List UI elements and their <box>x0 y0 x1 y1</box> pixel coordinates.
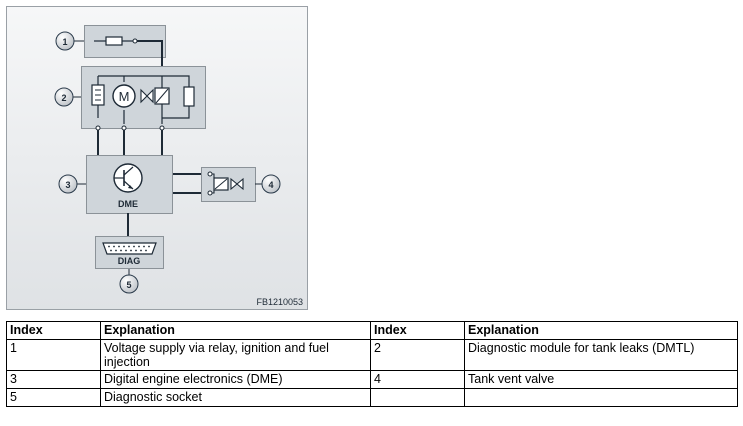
valve-icon <box>140 88 154 104</box>
index-cell: 1 <box>6 339 101 371</box>
callout-2: 2 <box>54 87 81 107</box>
index-cell <box>370 388 465 407</box>
header-index: Index <box>370 321 465 340</box>
callout-5: 5 <box>119 269 139 294</box>
svg-text:4: 4 <box>268 180 273 190</box>
explanation-cell: Tank vent valve <box>464 370 738 389</box>
explanation-cell: Digital engine electronics (DME) <box>100 370 371 389</box>
tank-vent-valve-icon <box>230 177 244 191</box>
callout-4: 4 <box>255 174 281 194</box>
dme-label: DME <box>118 199 138 209</box>
callout-1: 1 <box>55 31 84 51</box>
table-row: 5 Diagnostic socket <box>6 388 738 407</box>
svg-text:5: 5 <box>126 280 131 290</box>
explanation-cell: Voltage supply via relay, ignition and f… <box>100 339 371 371</box>
index-cell: 5 <box>6 388 101 407</box>
svg-text:2: 2 <box>61 93 66 103</box>
fuse-icon <box>105 36 123 46</box>
resistor-icon <box>183 86 195 107</box>
explanation-cell: Diagnostic module for tank leaks (DMTL) <box>464 339 738 371</box>
index-cell: 4 <box>370 370 465 389</box>
transistor-icon <box>113 163 143 193</box>
diag-label: DIAG <box>118 256 141 266</box>
legend-table: Index Explanation Index Explanation 1 Vo… <box>6 321 738 407</box>
motor-icon <box>112 84 136 108</box>
svg-text:1: 1 <box>62 37 67 47</box>
header-explanation: Explanation <box>100 321 371 340</box>
index-cell: 2 <box>370 339 465 371</box>
figure-code: FB1210053 <box>256 297 303 307</box>
callout-3: 3 <box>58 174 86 194</box>
index-cell: 3 <box>6 370 101 389</box>
wiring-diagram: M DME DI <box>6 6 308 310</box>
table-row: 1 Voltage supply via relay, ignition and… <box>6 339 738 371</box>
header-explanation: Explanation <box>464 321 738 340</box>
svg-text:3: 3 <box>65 180 70 190</box>
header-index: Index <box>6 321 101 340</box>
legend-header-row: Index Explanation Index Explanation <box>6 321 738 340</box>
explanation-cell: Diagnostic socket <box>100 388 371 407</box>
diag-connector-icon <box>102 242 157 255</box>
table-row: 3 Digital engine electronics (DME) 4 Tan… <box>6 370 738 389</box>
explanation-cell <box>464 388 738 407</box>
motor-symbol: M <box>119 89 130 104</box>
